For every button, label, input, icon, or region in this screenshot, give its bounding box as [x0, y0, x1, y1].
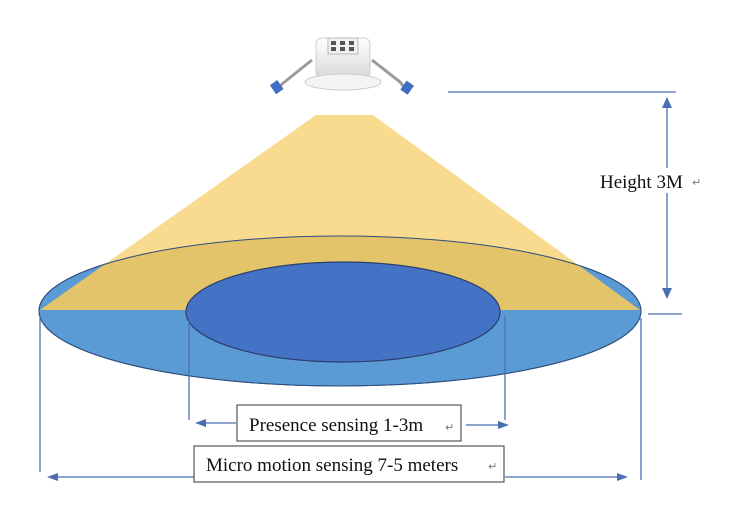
height-dimension [448, 91, 682, 315]
micro-motion-label: Micro motion sensing 7-5 meters [206, 455, 458, 476]
presence-return-mark: ↵ [445, 421, 454, 434]
ceiling-sensor-icon [269, 37, 414, 95]
presence-label-box [236, 404, 462, 442]
height-return-mark: ↵ [692, 176, 701, 189]
height-label: Height 3M [600, 172, 683, 193]
micro-motion-label-box [193, 445, 505, 483]
detection-cone [40, 115, 640, 310]
presence-label: Presence sensing 1-3m [249, 415, 423, 436]
presence-dimension [188, 316, 509, 429]
micro-motion-dimension [39, 318, 642, 481]
micro-motion-return-mark: ↵ [488, 460, 497, 473]
presence-area [185, 261, 501, 363]
